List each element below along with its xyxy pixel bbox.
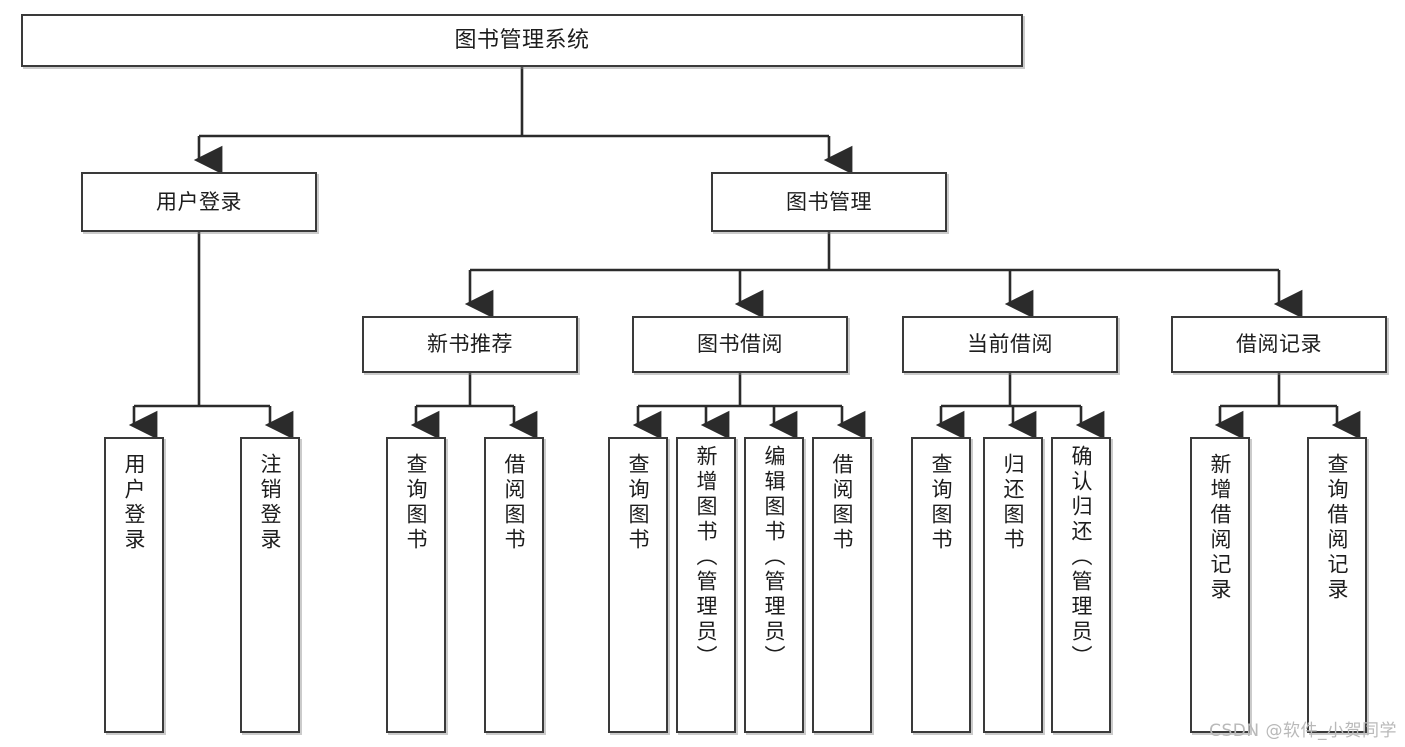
leaf-add-borrow-record[interactable]: 新增借阅记录 [1190,437,1250,733]
node-borrow-records[interactable]: 借阅记录 [1171,316,1387,373]
node-label: 查询借阅记录 [1325,453,1350,603]
leaf-query-book-borrow[interactable]: 查询图书 [608,437,668,733]
node-label: 新书推荐 [427,332,513,357]
node-label: 图书管理 [786,189,872,214]
node-new-book-recommend[interactable]: 新书推荐 [362,316,578,373]
node-label: 查询图书 [404,453,429,553]
leaf-query-borrow-record[interactable]: 查询借阅记录 [1307,437,1367,733]
node-label: 确认归还（管理员） [1069,445,1094,670]
node-label: 借阅图书 [502,453,527,553]
node-label: 借阅记录 [1236,332,1322,357]
node-current-borrow[interactable]: 当前借阅 [902,316,1118,373]
leaf-query-book-current[interactable]: 查询图书 [911,437,971,733]
node-user-login[interactable]: 用户登录 [81,172,317,232]
leaf-user-login[interactable]: 用户登录 [104,437,164,733]
node-label: 图书管理系统 [454,27,590,53]
node-label: 用户登录 [156,189,242,214]
node-book-borrow[interactable]: 图书借阅 [632,316,848,373]
node-label: 编辑图书（管理员） [762,445,787,670]
node-label: 借阅图书 [830,453,855,553]
node-label: 归还图书 [1001,453,1026,553]
leaf-logout[interactable]: 注销登录 [240,437,300,733]
node-label: 用户登录 [122,453,147,553]
node-book-management[interactable]: 图书管理 [711,172,947,232]
leaf-return-book[interactable]: 归还图书 [983,437,1043,733]
node-label: 查询图书 [929,453,954,553]
leaf-edit-book-admin[interactable]: 编辑图书（管理员） [744,437,804,733]
leaf-query-book-newbooks[interactable]: 查询图书 [386,437,446,733]
leaf-confirm-return-admin[interactable]: 确认归还（管理员） [1051,437,1111,733]
node-label: 新增图书（管理员） [694,445,719,670]
leaf-borrow-book-newbooks[interactable]: 借阅图书 [484,437,544,733]
node-label: 图书借阅 [697,332,783,357]
node-label: 当前借阅 [967,332,1053,357]
leaf-add-book-admin[interactable]: 新增图书（管理员） [676,437,736,733]
watermark: CSDN @软件_小贺同学 [1209,721,1397,741]
node-root-system[interactable]: 图书管理系统 [21,14,1023,67]
leaf-borrow-book-borrow[interactable]: 借阅图书 [812,437,872,733]
node-label: 查询图书 [626,453,651,553]
node-label: 注销登录 [258,453,283,553]
node-label: 新增借阅记录 [1208,453,1233,603]
